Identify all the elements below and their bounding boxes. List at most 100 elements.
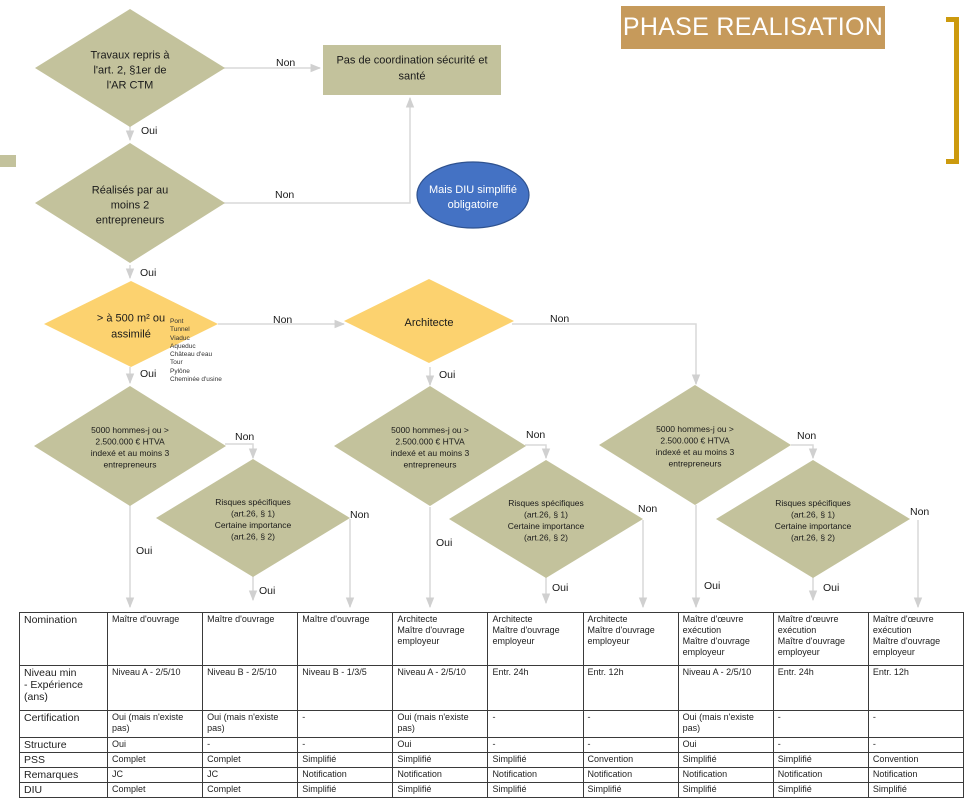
label-non-d2: Non: [275, 189, 294, 201]
label-non-risk-c1: Non: [350, 509, 369, 521]
decision-risk-col3: [716, 460, 910, 578]
table-cell: Simplifié: [772, 752, 869, 768]
label-oui-size-c3: Oui: [704, 580, 720, 592]
table-cell: Complet: [202, 752, 299, 768]
label-non-size-c1: Non: [235, 431, 254, 443]
table-cell: Notification: [487, 767, 584, 783]
table-cell: -: [867, 710, 965, 738]
table-cell: Simplifié: [487, 752, 584, 768]
connector-c2-size-no: [525, 444, 551, 460]
table-cell: JC: [106, 767, 204, 783]
table-cell: -: [297, 737, 394, 753]
label-oui-risk-c2: Oui: [552, 582, 568, 594]
connectors: [125, 63, 923, 609]
table-cell: Notification: [582, 767, 679, 783]
table-cell: Notification: [867, 767, 965, 783]
structure-type-item: Cheminée d'usine: [170, 376, 222, 384]
table-cell: Maître d'ouvrage: [106, 612, 204, 666]
table-cell: Maître d'œuvre exécution Maître d'ouvrag…: [867, 612, 965, 666]
row-header: Structure: [19, 737, 108, 753]
decision-size-col3: [599, 385, 791, 505]
structure-type-item: Viaduc: [170, 334, 190, 342]
label-oui-risk-c3: Oui: [823, 582, 839, 594]
decision-au-moins-2-entrepreneurs: [35, 143, 225, 263]
table-cell: Niveau B - 2/5/10: [202, 665, 299, 711]
table-cell: Complet: [106, 752, 204, 768]
connector-labels: NonOuiNonOuiNonOuiNonOuiNonOuiOuiNonNonO…: [136, 57, 929, 597]
table-cell: Maître d'ouvrage: [202, 612, 299, 666]
structure-type-item: Pylône: [170, 367, 190, 375]
label-oui-arch: Oui: [439, 369, 455, 381]
table-cell: Oui (mais n'existe pas): [106, 710, 204, 738]
table-cell: Niveau A - 2/5/10: [106, 665, 204, 711]
table-cell: Niveau A - 2/5/10: [677, 665, 774, 711]
table-cell: Oui (mais n'existe pas): [677, 710, 774, 738]
decision-risk-col1-text: Risques spécifiques(art.26, § 1)Certaine…: [215, 497, 292, 542]
bracket-decoration: [946, 17, 959, 164]
table-cell: Simplifié: [772, 782, 869, 798]
table-cell: -: [202, 737, 299, 753]
structure-type-item: Aqueduc: [170, 342, 196, 350]
label-oui-d1: Oui: [141, 125, 157, 137]
table-cell: -: [487, 737, 584, 753]
table-cell: Simplifié: [867, 782, 965, 798]
table-cell: Maître d'ouvrage: [297, 612, 394, 666]
structure-type-item: Tunnel: [170, 326, 190, 334]
table-cell: Architecte Maître d'ouvrage employeur: [487, 612, 584, 666]
table-cell: Maître d'œuvre exécution Maître d'ouvrag…: [772, 612, 869, 666]
connector-c3-size-no: [791, 444, 818, 460]
table-cell: Entr. 12h: [582, 665, 679, 711]
table-cell: Simplifié: [677, 782, 774, 798]
table-cell: Notification: [677, 767, 774, 783]
label-non-risk-c2: Non: [638, 503, 657, 515]
table-cell: Niveau B - 1/3/5: [297, 665, 394, 711]
table-cell: Oui (mais n'existe pas): [392, 710, 489, 738]
table-cell: Convention: [867, 752, 965, 768]
table-cell: Oui: [677, 737, 774, 753]
table-cell: Convention: [582, 752, 679, 768]
table-cell: Simplifié: [487, 782, 584, 798]
table-cell: Oui: [392, 737, 489, 753]
table-cell: Architecte Maître d'ouvrage employeur: [582, 612, 679, 666]
side-accent-bar: [0, 155, 16, 167]
table-cell: -: [772, 710, 869, 738]
table-cell: Simplifié: [582, 782, 679, 798]
table-cell: Oui: [106, 737, 204, 753]
label-oui-d2: Oui: [140, 267, 156, 279]
table-cell: -: [867, 737, 965, 753]
table-cell: Oui (mais n'existe pas): [202, 710, 299, 738]
label-non-size-c3: Non: [797, 430, 816, 442]
table-cell: Maître d'œuvre exécution Maître d'ouvrag…: [677, 612, 774, 666]
table-row-niveau: Niveau min - Expérience (ans)Niveau A - …: [19, 665, 965, 711]
decision-architecte-text: Architecte: [405, 317, 454, 329]
table-cell: Simplifié: [297, 782, 394, 798]
table-cell: -: [487, 710, 584, 738]
decision-travaux-repris: [35, 9, 225, 127]
table-cell: Complet: [202, 782, 299, 798]
label-oui-risk-c1: Oui: [259, 585, 275, 597]
table-cell: Niveau A - 2/5/10: [392, 665, 489, 711]
row-header: PSS: [19, 752, 108, 768]
connector-d2-no: [200, 96, 415, 204]
table-cell: -: [582, 710, 679, 738]
table-cell: Simplifié: [392, 752, 489, 768]
page-title: PHASE REALISATION: [621, 6, 885, 49]
label-non-d3: Non: [273, 314, 292, 326]
label-non-risk-c3: Non: [910, 506, 929, 518]
label-oui-d3: Oui: [140, 368, 156, 380]
decision-500m2: [44, 281, 218, 367]
table-cell: Simplifié: [392, 782, 489, 798]
label-non-size-c2: Non: [526, 429, 545, 441]
